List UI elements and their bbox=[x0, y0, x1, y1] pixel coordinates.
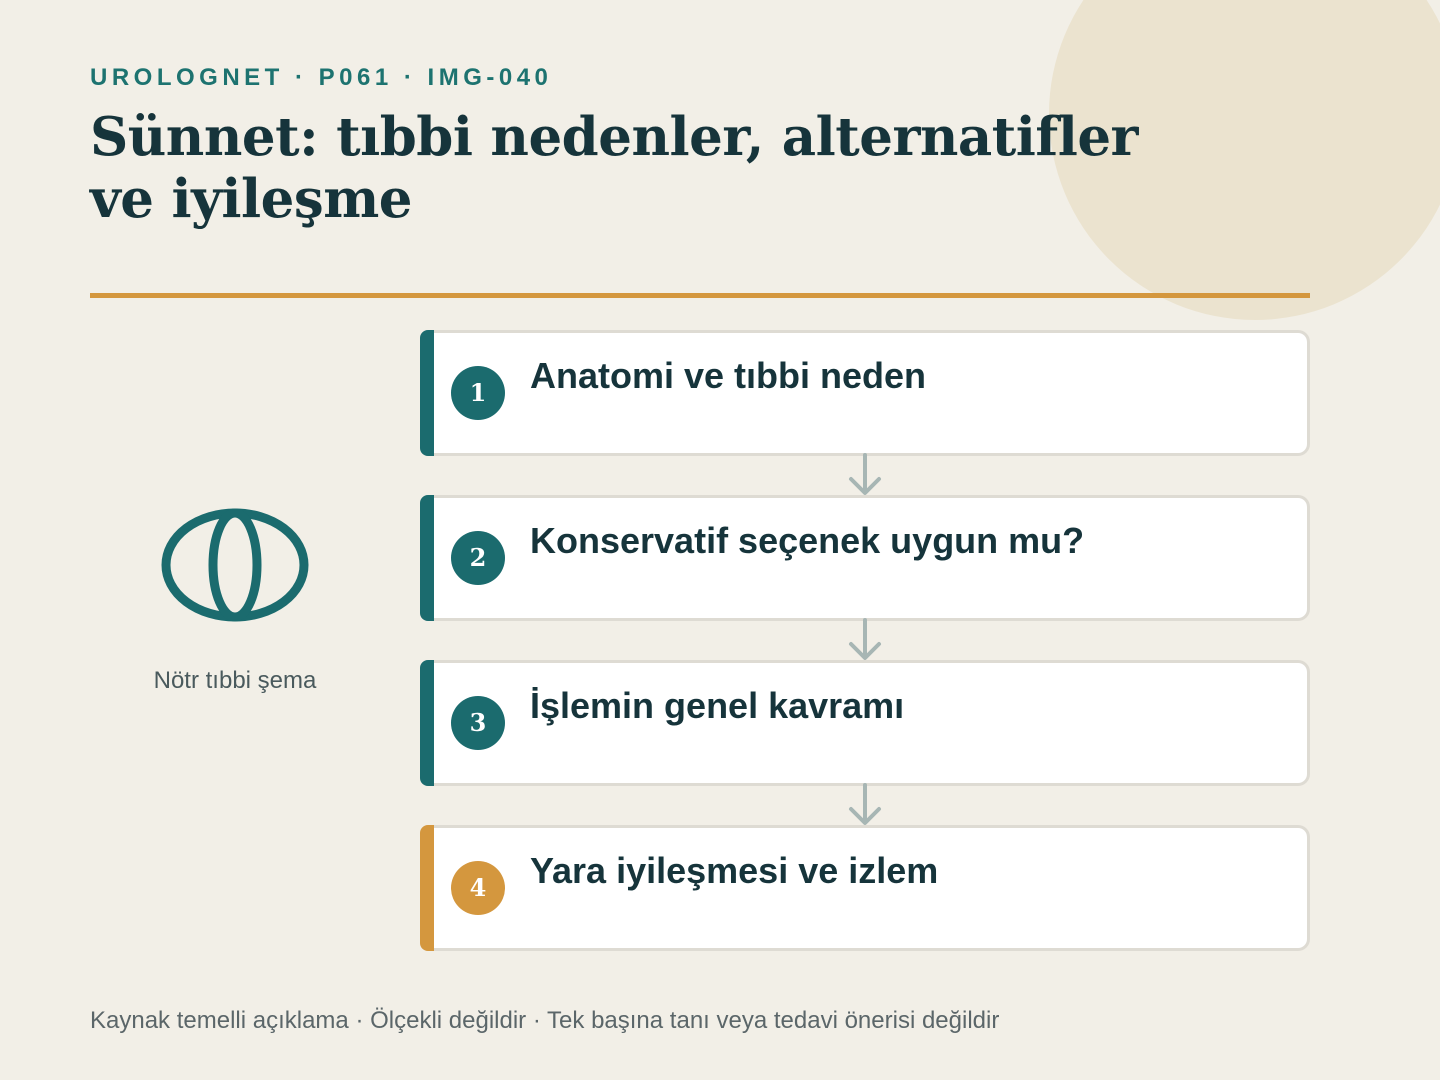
step-card-1: 1 Anatomi ve tıbbi neden bbox=[420, 330, 1310, 456]
step-accent-bar bbox=[420, 330, 434, 456]
step-accent-bar bbox=[420, 660, 434, 786]
down-arrow-icon bbox=[848, 783, 882, 827]
step-accent-bar bbox=[420, 495, 434, 621]
step-number-badge: 1 bbox=[451, 366, 505, 420]
footer-disclaimer: Kaynak temelli açıklama · Ölçekli değild… bbox=[90, 1007, 1000, 1034]
step-accent-bar bbox=[420, 825, 434, 951]
page-title: Sünnet: tıbbi nedenler, alternatifler ve… bbox=[90, 106, 1138, 230]
step-card-3: 3 İşlemin genel kavramı bbox=[420, 660, 1310, 786]
eyebrow-label: UROLOGNET · P061 · IMG-040 bbox=[90, 64, 553, 91]
down-arrow-icon bbox=[848, 618, 882, 662]
interlocking-rings-icon bbox=[157, 505, 313, 625]
down-arrow-icon bbox=[848, 453, 882, 497]
step-card-4: 4 Yara iyileşmesi ve izlem bbox=[420, 825, 1310, 951]
step-number-badge: 4 bbox=[451, 861, 505, 915]
title-divider bbox=[90, 293, 1310, 298]
step-label: Konservatif seçenek uygun mu? bbox=[530, 520, 1085, 561]
step-number-badge: 2 bbox=[451, 531, 505, 585]
step-card-2: 2 Konservatif seçenek uygun mu? bbox=[420, 495, 1310, 621]
step-number-badge: 3 bbox=[451, 696, 505, 750]
step-label: İşlemin genel kavramı bbox=[530, 685, 905, 726]
illustration-caption: Nötr tıbbi şema bbox=[153, 667, 317, 694]
step-label: Anatomi ve tıbbi neden bbox=[530, 355, 927, 396]
step-label: Yara iyileşmesi ve izlem bbox=[530, 850, 939, 891]
